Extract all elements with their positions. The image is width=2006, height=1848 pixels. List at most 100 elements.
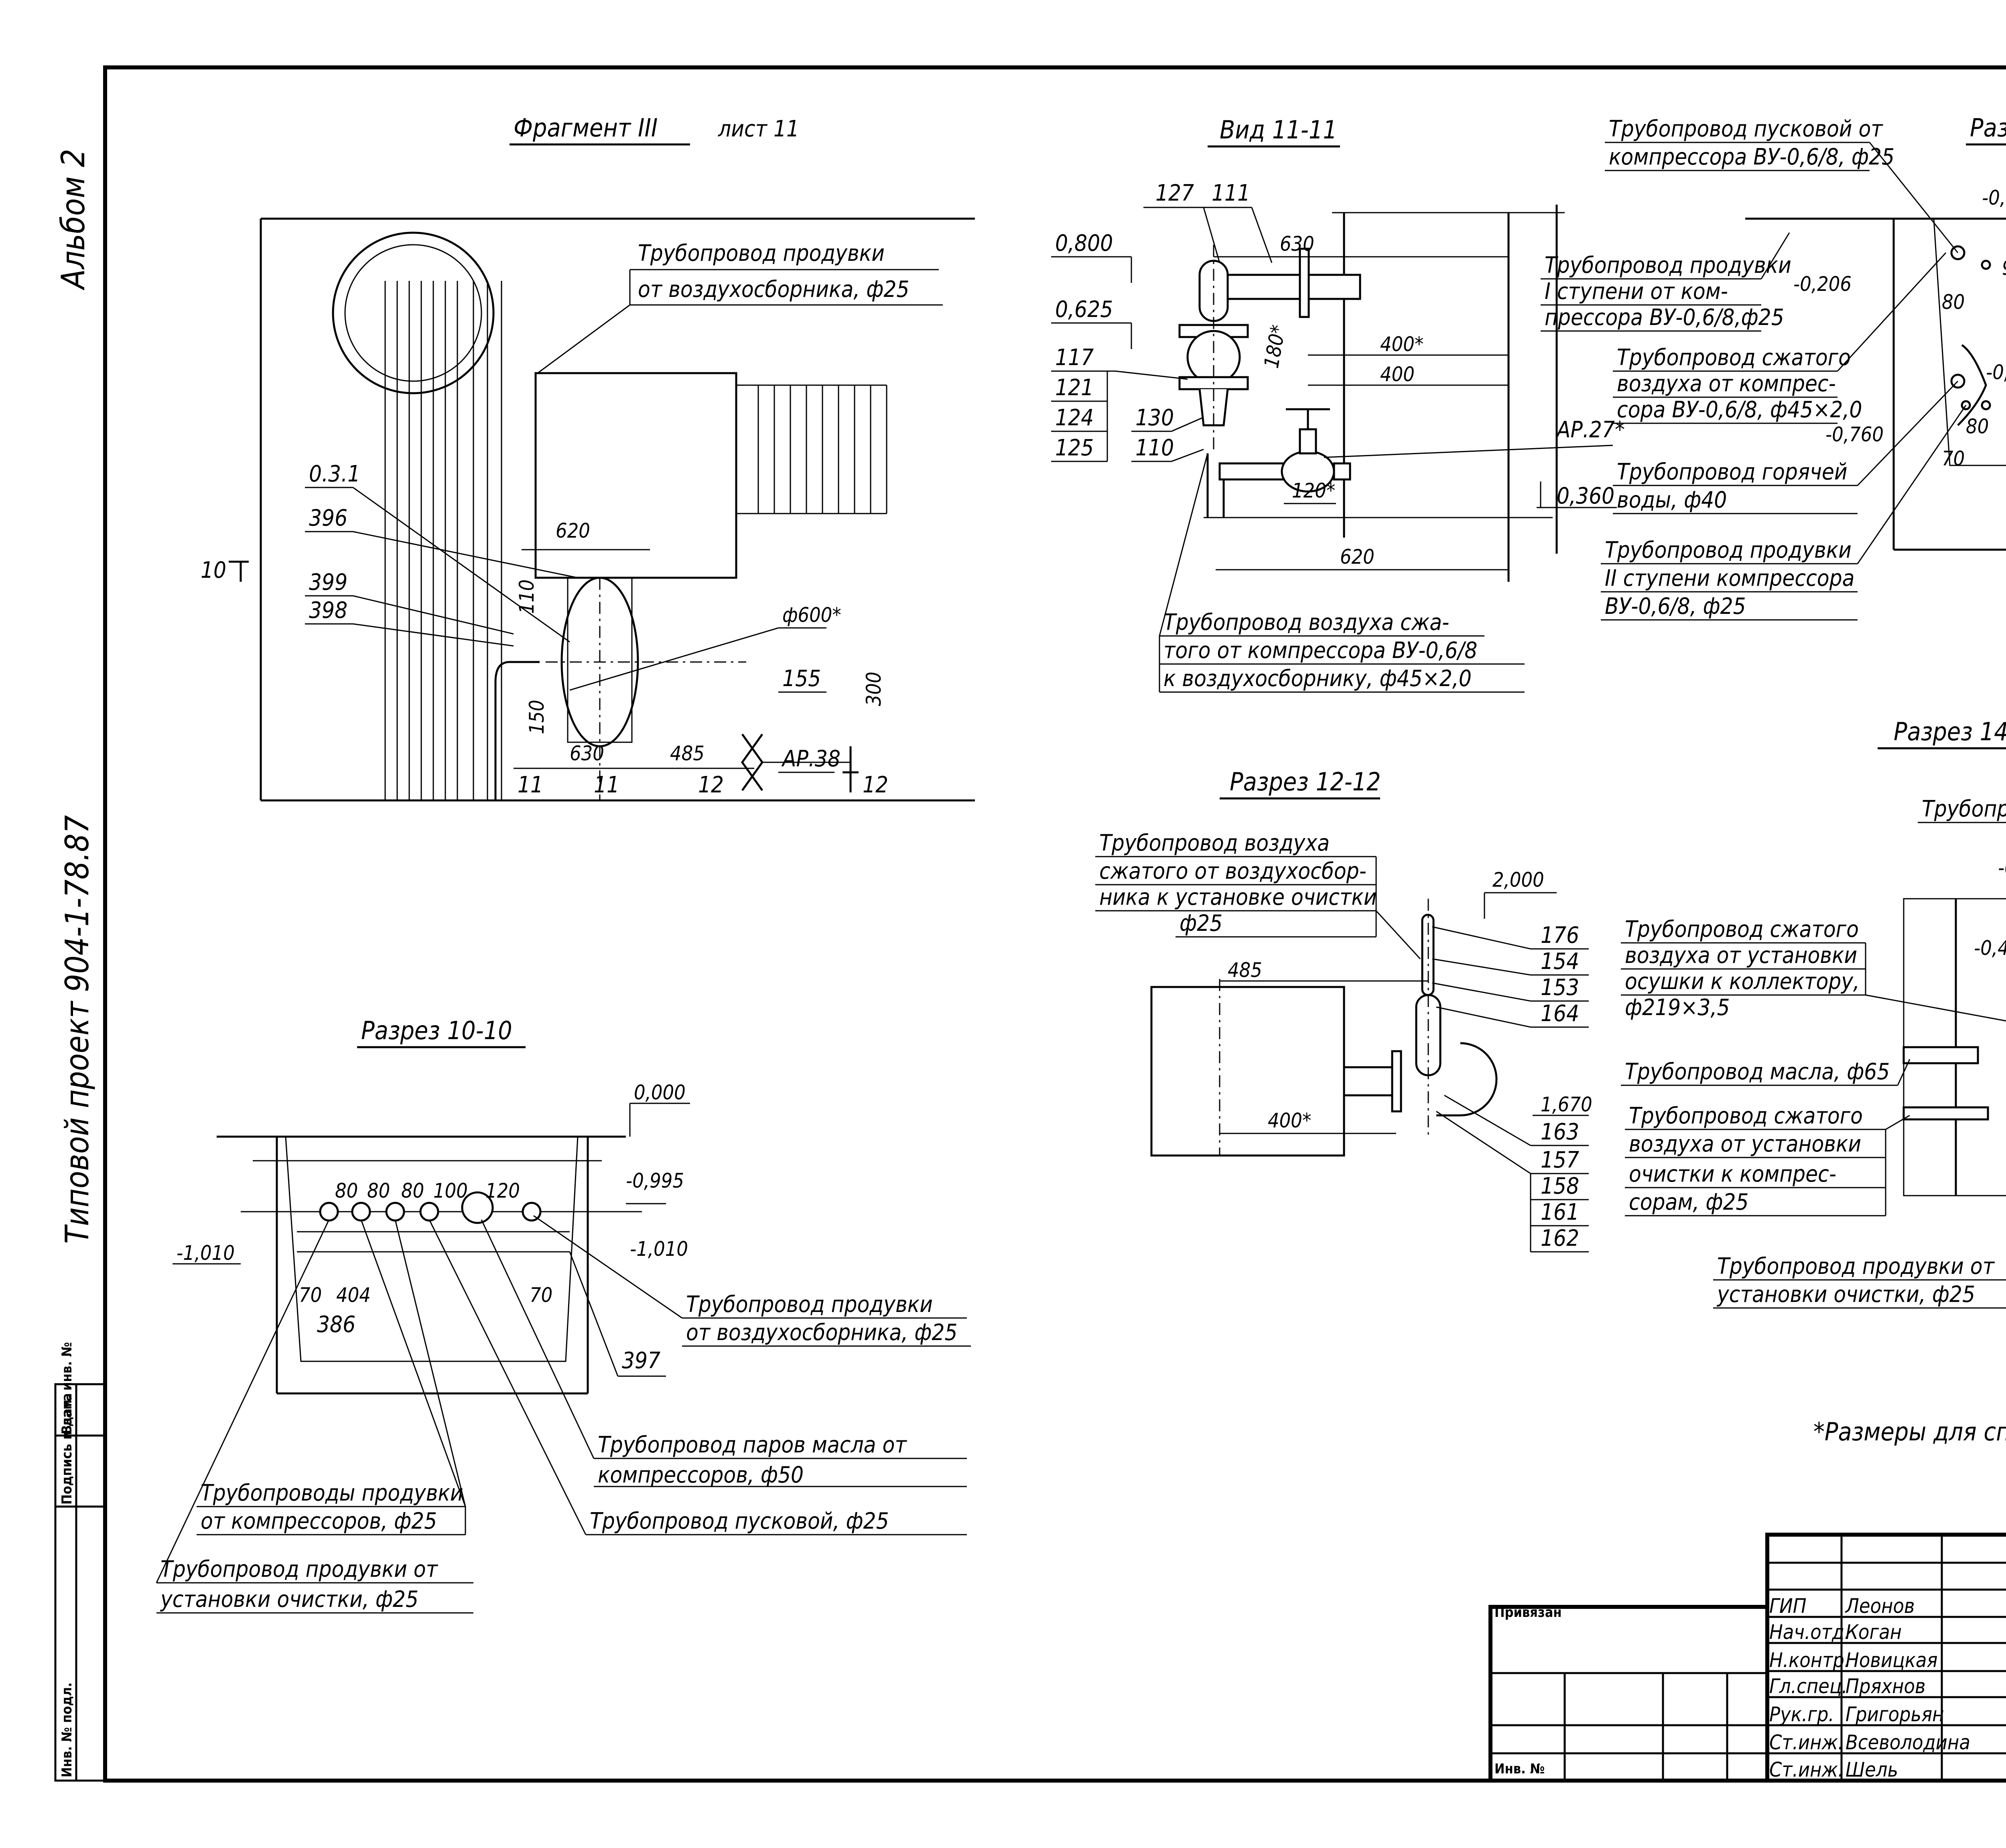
f3-mark-399: 399: [309, 569, 347, 595]
s10-elev-1010-left: -1,010: [177, 1241, 235, 1265]
v11-dim-400s: 400*: [1380, 333, 1423, 356]
s13-starter-1: Трубопровод пусковой от: [1609, 116, 1883, 142]
project-vertical-label: Типовой проект 904-1-78.87: [59, 815, 96, 1244]
s12-mark-176: 176: [1541, 922, 1579, 948]
s12-mark-158: 158: [1541, 1173, 1579, 1199]
tb-role-1: Нач.отд.: [1769, 1621, 1850, 1644]
v11-callout-1: Трубопровод воздуха сжа-: [1163, 609, 1449, 636]
v11-elev-0800: 0,800: [1055, 230, 1113, 256]
tb-name-3: Пряхнов: [1846, 1675, 1926, 1698]
s10-mark-404: 404: [336, 1283, 371, 1307]
s10-oilvapor-1: Трубопровод паров масла от: [598, 1432, 907, 1458]
v11-dim-620: 620: [1340, 545, 1375, 569]
s14-elev-0430: -0,430: [1974, 936, 2006, 960]
s13-dim-90: 90: [2002, 256, 2006, 280]
s13-starter-2: компрессора ВУ-0,6/8, ф25: [1609, 144, 1894, 170]
s14-blowclean-1: Трубопровод продувки от: [1717, 1253, 1995, 1279]
s13-blow2-3: ВУ-0,6/8, ф25: [1605, 593, 1746, 619]
s10-title: Разрез 10-10: [361, 1016, 512, 1045]
s10-blowcomp-2: от компрессоров, ф25: [201, 1508, 437, 1534]
f3-dim-600: ф600*: [782, 603, 841, 627]
s10-dim-70b: 70: [530, 1283, 552, 1307]
s10-blowrecv-2: от воздухосборника, ф25: [686, 1320, 957, 1346]
s12-callout-2: сжатого от воздухосбор-: [1099, 858, 1366, 884]
s12-elev-2000: 2,000: [1492, 868, 1544, 892]
s13-blow1-2: I ступени от ком-: [1545, 278, 1728, 305]
s13-elev-0140: -0,140: [1982, 186, 2006, 209]
f3-dim-150: 150: [525, 700, 548, 734]
s10-dim-70a: 70: [299, 1283, 322, 1307]
s10-elev-1010-right: -1,010: [630, 1237, 688, 1261]
s12-mark-157: 157: [1541, 1147, 1579, 1173]
s10-blowrecv-1: Трубопровод продувки: [686, 1292, 933, 1318]
section-14: Разрез 14-14 лист 11 Трубопровод пусково…: [1621, 717, 2006, 1309]
s14-dryer-1: Трубопровод сжатого: [1625, 916, 1859, 942]
s13-hotwater-1: Трубопровод горячей: [1617, 459, 1848, 485]
tb-role-3: Гл.спец.: [1769, 1675, 1848, 1698]
s10-starter: Трубопровод пусковой, ф25: [590, 1508, 889, 1534]
fragment-3: Фрагмент III лист 11: [201, 113, 975, 802]
s12-mark-164: 164: [1541, 1001, 1579, 1027]
tb-name-4: Григорьян: [1846, 1703, 1944, 1726]
f3-cut-12a: 12: [698, 772, 724, 798]
v11-callout-2: того от компрессора ВУ-0,6/8: [1163, 638, 1477, 664]
s13-blow2-1: Трубопровод продувки: [1605, 537, 1852, 563]
v11-mark-111: 111: [1212, 180, 1250, 206]
s12-mark-162: 162: [1541, 1225, 1579, 1251]
stamp-signature-date: Подпись и дата: [59, 1393, 75, 1505]
v11-ar27: АР.27*: [1555, 417, 1625, 443]
s14-cleantocomp-3: очистки к компрес-: [1629, 1161, 1836, 1187]
v11-callout-3: к воздухосборнику, ф45×2,0: [1163, 666, 1472, 692]
s10-mark-386: 386: [317, 1312, 355, 1338]
s10-mark-397: 397: [622, 1348, 660, 1374]
section-12: Разрез 12-12 Трубопровод воздуха сжатого…: [1095, 767, 1592, 1253]
margin-project: Типовой проект 904-1-78.87: [59, 815, 96, 1244]
s10-oilvapor-2: компрессоров, ф50: [598, 1462, 804, 1488]
s13-dim-80a: 80: [1942, 290, 1965, 314]
s12-title: Разрез 12-12: [1230, 767, 1381, 796]
s14-cleantocomp-2: воздуха от установки: [1629, 1131, 1861, 1157]
s14-oil: Трубопровод масла, ф65: [1625, 1059, 1890, 1085]
s14-starter: Трубопровод пусковой, ф25: [1922, 796, 2006, 822]
s12-mark-154: 154: [1541, 948, 1579, 975]
s10-elev-0995: -0,995: [626, 1169, 684, 1192]
v11-mark-110: 110: [1135, 435, 1174, 461]
sheet-frame: [103, 65, 2006, 1783]
v11-dim-180s: 180*: [1260, 323, 1290, 370]
s14-dryer-2: воздуха от установки: [1625, 942, 1857, 969]
s12-callout-4: ф25: [1180, 910, 1222, 936]
v11-elev-0625: 0,625: [1055, 296, 1113, 323]
s10-dim-80a: 80: [335, 1179, 358, 1202]
s13-dim-70a: 70: [1942, 447, 1965, 470]
album-label: Альбом 2: [55, 149, 92, 290]
s13-blow2-2: II ступени компрессора: [1605, 565, 1854, 591]
v11-mark-125: 125: [1055, 435, 1094, 461]
v11-dim-630: 630: [1280, 232, 1314, 256]
f3-cut-12b: 12: [863, 772, 888, 798]
tb-role-6: Ст.инж.: [1769, 1758, 1844, 1781]
view-11: Вид 11-11 127 111 0,800 0,625 117: [1051, 115, 1625, 693]
v11-mark-117: 117: [1055, 345, 1094, 371]
s10-dim-80c: 80: [401, 1179, 424, 1202]
s14-cleantocomp-1: Трубопровод сжатого: [1629, 1103, 1863, 1129]
tb-role-0: ГИП: [1769, 1594, 1807, 1618]
s14-cleantocomp-4: сорам, ф25: [1629, 1189, 1749, 1215]
s13-hotwater-2: воды, ф40: [1617, 487, 1727, 513]
f3-callout-blowdown-2: от воздухосборника, ф25: [638, 276, 909, 303]
s10-dim-100: 100: [433, 1179, 468, 1202]
tb-privyazan: Привязан: [1494, 1604, 1561, 1621]
v11-dim-400: 400: [1380, 363, 1415, 386]
stamp-replace-inv: Взам. инв. №: [59, 1342, 75, 1434]
note-reference-dims: *Размеры для справок.: [1813, 1417, 2006, 1446]
fragment3-ref: лист 11: [718, 116, 799, 142]
s14-dryer-4: ф219×3,5: [1625, 995, 1730, 1021]
f3-mark-031: 0.3.1: [309, 461, 360, 487]
f3-dim-630: 630: [570, 742, 604, 765]
s10-blowclean-1: Трубопровод продувки от: [160, 1556, 439, 1582]
f3-callout-blowdown-1: Трубопровод продувки: [638, 240, 885, 266]
v11-mark-130: 130: [1135, 405, 1174, 431]
f3-dim-110: 110: [515, 579, 538, 614]
v11-mark-121: 121: [1055, 375, 1094, 401]
s10-blowclean-2: установки очистки, ф25: [160, 1586, 418, 1612]
tb-inv: Инв. №: [1494, 1761, 1545, 1777]
